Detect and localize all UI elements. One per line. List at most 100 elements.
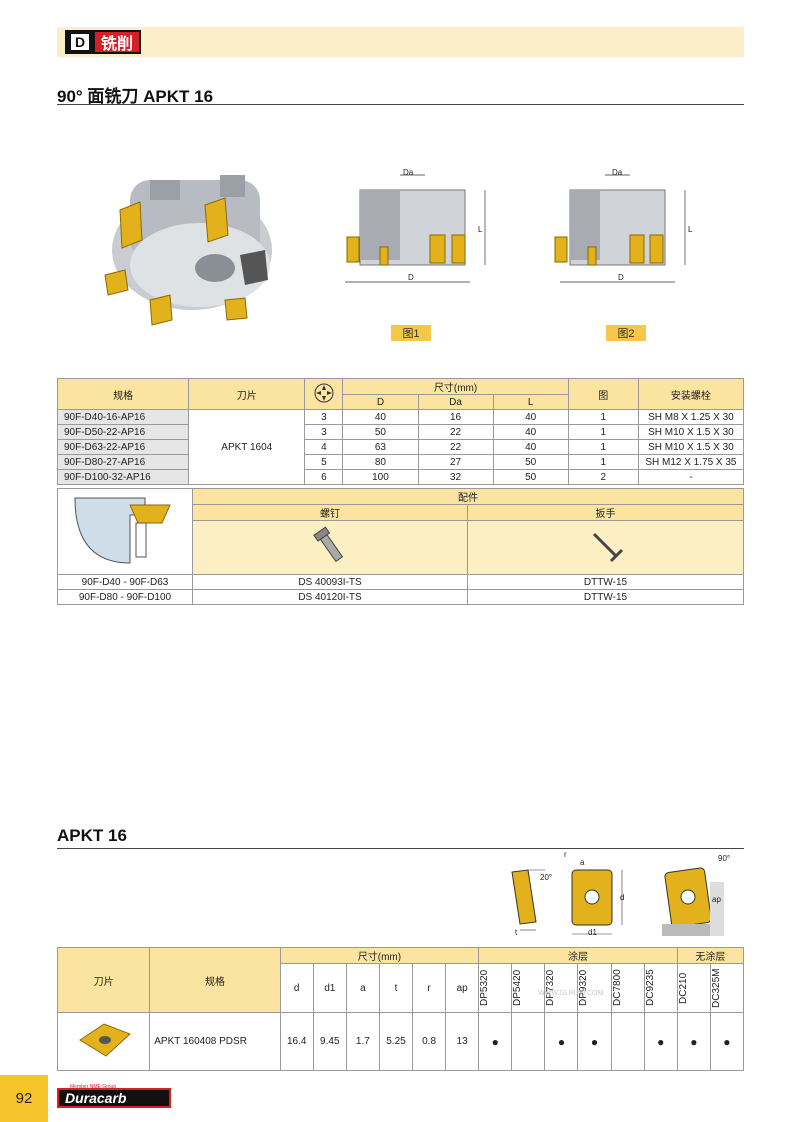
grade-label: DP7320 [545, 969, 557, 1007]
mount-diagram [57, 488, 193, 575]
d1-label: d1 [588, 928, 597, 937]
row-L: 50 [492, 469, 569, 485]
row-fig: 1 [567, 409, 639, 425]
acc-header-parts: 配件 [192, 488, 744, 505]
figure1-caption: 图1 [391, 325, 431, 341]
section-title-insert: APKT 16 [57, 826, 127, 845]
grade-label: DC325M [710, 968, 722, 1008]
figure1-drawing [345, 174, 486, 283]
badge-letter: D [71, 34, 89, 50]
grade-mark: ● [709, 1012, 745, 1071]
grade-mark: ● [676, 1012, 711, 1071]
acc-range: 90F-D80 - 90F-D100 [57, 589, 193, 605]
title-rule [57, 104, 744, 105]
row-L: 40 [492, 424, 569, 440]
dim-value: 13 [445, 1012, 480, 1071]
table-row: 90F-D100-32-AP16 6 100 32 50 2 - [56, 469, 745, 485]
dim-a: a [345, 963, 380, 1013]
insert-spec: APKT 160408 PDSR [149, 1012, 281, 1071]
dim-value: 16.4 [279, 1012, 314, 1071]
dim-value: 9.45 [312, 1012, 347, 1071]
dim-d: d [279, 963, 314, 1013]
cutter-spec-table: 规格 刀片 尺寸(mm) 图 安装螺栓 D Da L 90F-D40-16-AP… [56, 378, 745, 485]
row-L: 40 [492, 409, 569, 425]
grade-mark: ● [478, 1012, 513, 1071]
dim-value: 0.8 [412, 1012, 447, 1071]
col-insert: 刀片 [56, 947, 151, 1013]
row-z: 5 [304, 454, 344, 470]
table-row: 90F-D50-22-AP16 3 50 22 40 1 SH M10 X 1.… [56, 424, 745, 440]
header-banner: D 铣削 [57, 27, 744, 57]
col-D: D [342, 394, 419, 410]
col-uncoated: 无涂层 [676, 947, 745, 964]
insert-name: APKT 1604 [188, 409, 306, 485]
d-label: d [620, 893, 625, 902]
grade-label: DC7800 [611, 969, 623, 1007]
table-row: APKT 160408 PDSR 16.4 9.45 1.7 5.25 0.8 … [56, 1012, 745, 1071]
row-fig: 1 [567, 424, 639, 440]
angle-20-label: 20° [540, 873, 553, 882]
row-D: 100 [342, 469, 419, 485]
dim-t: t [378, 963, 414, 1013]
row-Da: 27 [417, 454, 494, 470]
row-code: 90F-D50-22-AP16 [56, 424, 190, 440]
col-fig: 图 [567, 378, 639, 410]
dim-value: 5.25 [378, 1012, 414, 1071]
col-dims: 尺寸(mm) [342, 378, 569, 395]
col-insert: 刀片 [188, 378, 306, 410]
duracarb-logo: Duracarb [57, 1088, 171, 1108]
watermark: WWW.GLRUW.COM [538, 990, 604, 997]
row-Da: 16 [417, 409, 494, 425]
dim-d1: d1 [312, 963, 347, 1013]
row-fig: 1 [567, 439, 639, 455]
grade-mark: ● [544, 1012, 579, 1071]
fig2-label-l: L [688, 225, 693, 234]
fig1-label-d: D [408, 273, 414, 282]
section-title-cutter: 90° 面铣刀 APKT 16 [57, 87, 214, 106]
acc-wrench: DTTW-15 [467, 589, 744, 605]
row-bolt: - [637, 469, 745, 485]
table-row: 90F-D63-22-AP16 4 63 22 40 1 SH M10 X 1.… [56, 439, 745, 455]
acc-header-wrench: 扳手 [467, 504, 744, 521]
ap-label: ap [712, 895, 721, 904]
wrench-icon [467, 520, 744, 575]
grade-label: DC210 [677, 972, 689, 1004]
col-Da: Da [417, 394, 494, 410]
dim-r: r [412, 963, 447, 1013]
grade-mark: ● [577, 1012, 612, 1071]
cutter-photo [104, 175, 272, 326]
figure2-drawing [554, 174, 686, 283]
page-number: 92 [0, 1075, 48, 1122]
badge-logo: D [65, 30, 95, 54]
row-D: 80 [342, 454, 419, 470]
col-spec: 规格 [56, 378, 190, 410]
row-z: 3 [304, 424, 344, 440]
row-code: 90F-D63-22-AP16 [56, 439, 190, 455]
screw-icon [192, 520, 468, 575]
row-bolt: SH M8 X 1.25 X 30 [637, 409, 745, 425]
fig2-label-d: D [618, 273, 624, 282]
dim-ap: ap [445, 963, 480, 1013]
row-fig: 1 [567, 454, 639, 470]
grade-label: DP5320 [479, 969, 491, 1007]
fig2-label-da: Da [612, 168, 623, 177]
acc-wrench: DTTW-15 [467, 574, 744, 590]
table-row: 90F-D40 - 90F-D63 DS 40093I-TS DTTW-15 [57, 574, 744, 590]
col-spec: 规格 [149, 947, 281, 1013]
row-code: 90F-D80-27-AP16 [56, 454, 190, 470]
acc-header-screw: 螺钉 [192, 504, 468, 521]
row-bolt: SH M10 X 1.5 X 30 [637, 424, 745, 440]
section-badge: D 铣削 [65, 30, 142, 54]
col-coated: 涂层 [478, 947, 678, 964]
insert-table: 刀片 规格 尺寸(mm) 涂层 无涂层 d d1 a t r ap DP5320… [56, 947, 745, 1071]
r-label: r [564, 850, 567, 859]
row-fig: 2 [567, 469, 639, 485]
row-D: 50 [342, 424, 419, 440]
figure2-caption: 图2 [606, 325, 646, 341]
row-D: 40 [342, 409, 419, 425]
col-bolt: 安装螺栓 [637, 378, 745, 410]
row-bolt: SH M12 X 1.75 X 35 [637, 454, 745, 470]
row-bolt: SH M10 X 1.5 X 30 [637, 439, 745, 455]
table-row: 90F-D40-16-AP16 APKT 1604 3 40 16 40 1 S… [56, 409, 745, 485]
angle-90-label: 90° [718, 854, 731, 863]
